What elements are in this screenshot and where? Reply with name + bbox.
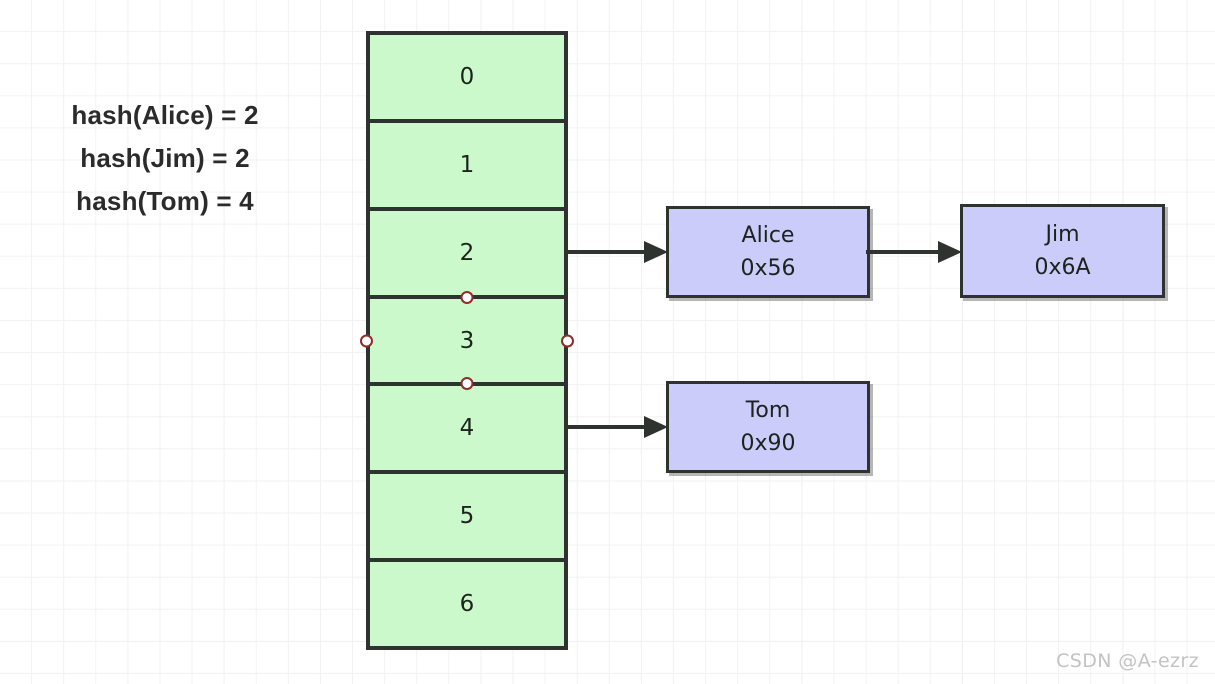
node-jim[interactable]: Jim 0x6A [960,204,1165,298]
node-tom-name: Tom [745,398,791,423]
bucket-cell-6[interactable]: 6 [370,562,564,647]
arrow-bucket2-to-alice-icon [566,241,668,263]
hash-legend: hash(Alice) = 2 hash(Jim) = 2 hash(Tom) … [26,94,304,223]
bucket-cell-4[interactable]: 4 [370,386,564,475]
node-tom-address: 0x90 [740,431,796,456]
node-alice[interactable]: Alice 0x56 [666,206,870,298]
bucket-cell-label: 5 [459,503,475,530]
node-jim-address: 0x6A [1034,255,1091,280]
selection-handle-left[interactable] [360,334,373,347]
bucket-cell-label: 4 [459,415,475,442]
bucket-cell-1[interactable]: 1 [370,122,564,211]
bucket-cell-label: 2 [459,239,475,266]
bucket-cell-0[interactable]: 0 [370,35,564,123]
bucket-cell-label: 3 [459,327,475,354]
node-jim-name: Jim [1045,222,1080,247]
hash-legend-line-jim: hash(Jim) = 2 [80,143,250,173]
node-alice-name: Alice [741,223,795,248]
bucket-cell-label: 1 [459,151,475,178]
bucket-cell-5[interactable]: 5 [370,474,564,563]
watermark: CSDN @A-ezrz [1056,650,1199,672]
arrow-bucket4-to-tom-icon [566,416,668,438]
selection-handle-top[interactable] [460,290,474,304]
selection-handle-right[interactable] [561,334,574,347]
node-alice-address: 0x56 [740,256,796,281]
bucket-cell-2[interactable]: 2 [370,210,564,299]
arrow-alice-to-jim-icon [866,241,962,263]
bucket-cell-label: 6 [459,591,475,618]
selection-handle-bottom[interactable] [460,377,474,391]
node-tom[interactable]: Tom 0x90 [666,381,870,473]
hash-legend-line-alice: hash(Alice) = 2 [71,100,259,130]
bucket-cell-label: 0 [459,63,475,90]
bucket-cell-3-selected[interactable]: 3 [360,290,574,391]
hash-legend-line-tom: hash(Tom) = 4 [76,186,254,216]
bucket-array: 0 1 2 3 4 5 6 [360,31,574,650]
